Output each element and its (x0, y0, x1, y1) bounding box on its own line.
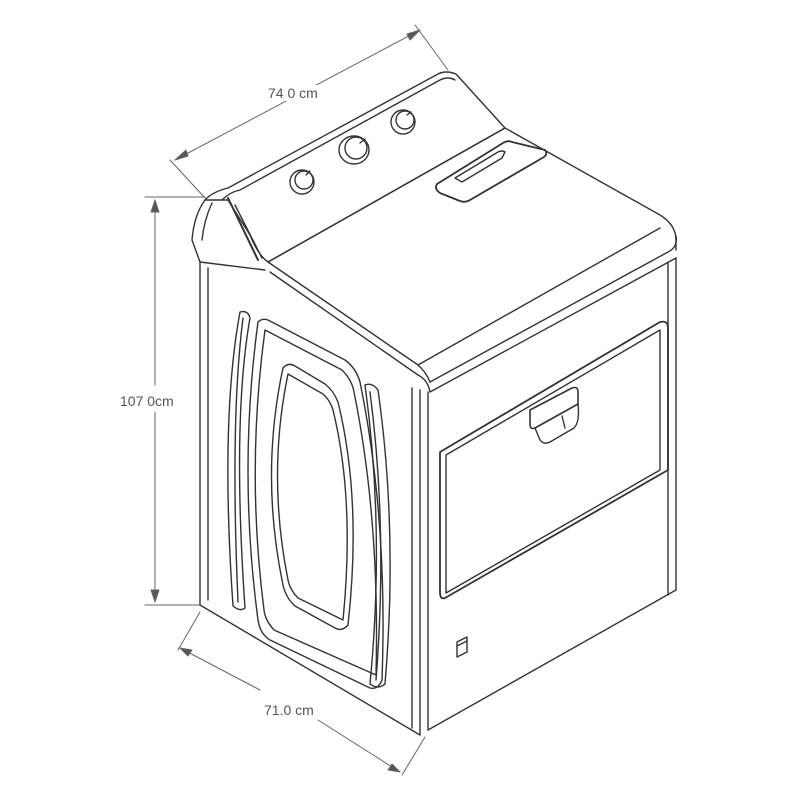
detergent-drawer (435, 140, 548, 203)
side-door-outer-frame (247, 318, 384, 690)
front-door (439, 320, 669, 600)
knob-center (338, 135, 370, 165)
dimension-depth-label: 71.0 cm (262, 702, 316, 718)
dimension-width-label: 74 0 cm (266, 85, 320, 101)
dimension-height-lines (144, 196, 206, 606)
dimension-depth-lines (177, 611, 426, 776)
top-lid (267, 127, 678, 393)
knob-left (289, 169, 315, 195)
knob-right (390, 109, 416, 135)
dimension-height-label: 107 0cm (118, 393, 176, 409)
side-door-window (270, 363, 354, 631)
side-groove-right (364, 383, 391, 688)
door-handle (529, 386, 580, 444)
small-badge (456, 636, 468, 658)
control-console (191, 71, 506, 271)
side-groove-left (227, 310, 251, 611)
